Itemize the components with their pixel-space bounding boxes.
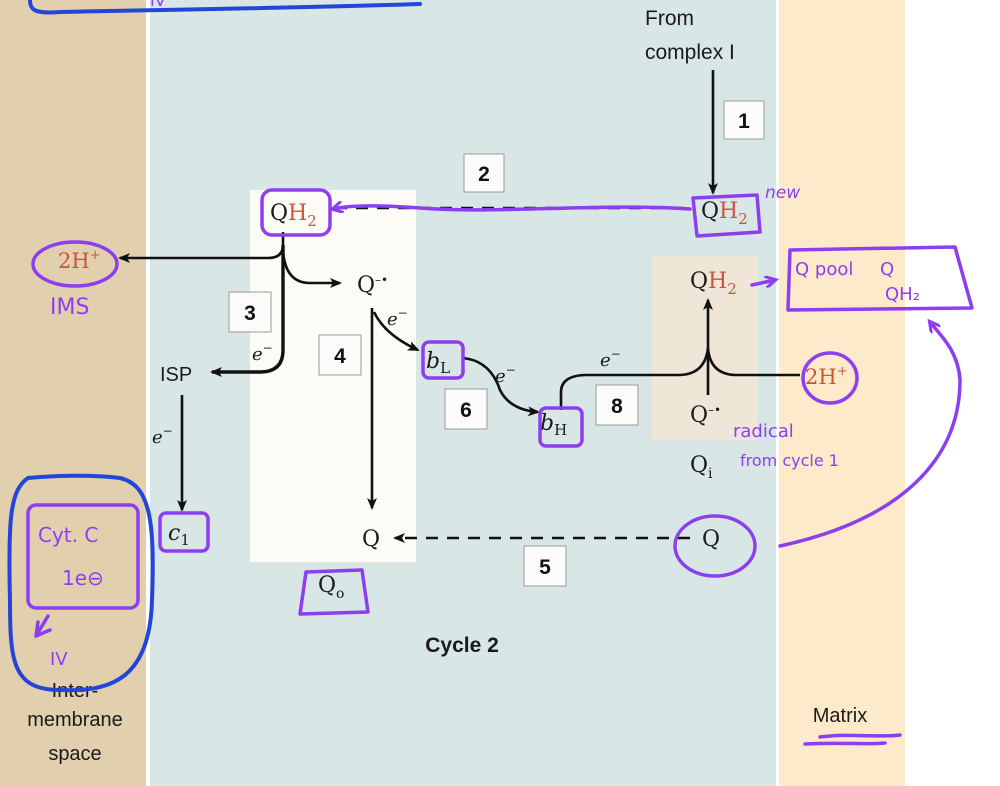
svg-text:4: 4 bbox=[334, 345, 346, 368]
step-2: 2 bbox=[463, 153, 505, 193]
ims-label-2: membrane bbox=[27, 709, 123, 731]
qo-site-box bbox=[250, 190, 416, 562]
qi-site-label: Qi bbox=[690, 453, 713, 482]
electron-path-8 bbox=[559, 347, 710, 410]
q-radical-qo: Q–• bbox=[357, 273, 388, 298]
svg-text:8: 8 bbox=[611, 395, 623, 418]
arrow-bL-to-bH bbox=[461, 356, 540, 417]
q-radical-qi: Q–• bbox=[690, 403, 721, 428]
svg-text:3: 3 bbox=[244, 302, 256, 325]
heme-bH: bH bbox=[540, 411, 567, 439]
svg-text:Q: Q bbox=[880, 259, 894, 280]
arrow-to-bL bbox=[372, 311, 420, 352]
from-label: From bbox=[645, 7, 694, 30]
svg-text:radical: radical bbox=[733, 421, 794, 442]
heme-bL: bL bbox=[426, 349, 450, 377]
q-qi: Q bbox=[702, 527, 720, 552]
arrow-to-isp bbox=[210, 245, 285, 377]
ims-label-3: space bbox=[48, 743, 101, 765]
step-5: 5 bbox=[523, 545, 567, 587]
svg-text:QH2: QH2 bbox=[701, 199, 748, 228]
qo-site-label: Qo bbox=[318, 573, 344, 602]
svg-text:IMS: IMS bbox=[50, 295, 89, 320]
qh2-qo: QH2 bbox=[270, 201, 317, 230]
svg-text:QH2: QH2 bbox=[270, 201, 317, 230]
step-3: 3 bbox=[228, 291, 272, 333]
step-6: 6 bbox=[444, 388, 488, 430]
svg-text:5: 5 bbox=[539, 556, 551, 579]
qh2-new: QH2 bbox=[701, 199, 748, 228]
matrix-band bbox=[779, 0, 905, 786]
step-4: 4 bbox=[318, 334, 362, 376]
electron-label-qi: e− bbox=[600, 347, 621, 371]
svg-text:IV: IV bbox=[150, 0, 166, 10]
electron-label-c1: e− bbox=[152, 424, 173, 448]
step-1: 1 bbox=[723, 100, 765, 140]
svg-text:IV: IV bbox=[50, 649, 68, 670]
qh2-qi: QH2 bbox=[690, 269, 737, 298]
svg-text:Cyt. C: Cyt. C bbox=[38, 523, 98, 547]
svg-text:from cycle 1: from cycle 1 bbox=[740, 451, 839, 470]
svg-text:2: 2 bbox=[478, 163, 490, 186]
svg-text:Q pool: Q pool bbox=[795, 259, 853, 280]
cycle-title: Cycle 2 bbox=[425, 634, 499, 657]
intermembrane-space-band bbox=[0, 0, 146, 786]
handwritten-annotations: new IMS Q pool Q QH₂ radical from cycle … bbox=[7, 0, 974, 746]
complex-label: complex I bbox=[645, 41, 735, 64]
electron-label-bL: e− bbox=[387, 306, 408, 330]
proton-matrix: 2H+ bbox=[805, 364, 848, 389]
matrix-label: Matrix bbox=[813, 705, 867, 727]
svg-text:6: 6 bbox=[460, 399, 472, 422]
svg-text:QH₂: QH₂ bbox=[885, 284, 920, 305]
q-qo: Q bbox=[362, 527, 380, 552]
cytochrome-c1: c1 bbox=[168, 521, 190, 549]
svg-text:1: 1 bbox=[738, 110, 750, 133]
electron-label-isp: e− bbox=[252, 341, 273, 365]
step-8: 8 bbox=[595, 384, 639, 426]
qi-site-box bbox=[652, 256, 758, 440]
svg-text:1e⊖: 1e⊖ bbox=[62, 566, 104, 590]
svg-text:new: new bbox=[765, 183, 800, 203]
isp-label: ISP bbox=[160, 364, 192, 386]
proton-ims: 2H+ bbox=[58, 248, 101, 273]
electron-label-bH: e− bbox=[495, 363, 516, 387]
